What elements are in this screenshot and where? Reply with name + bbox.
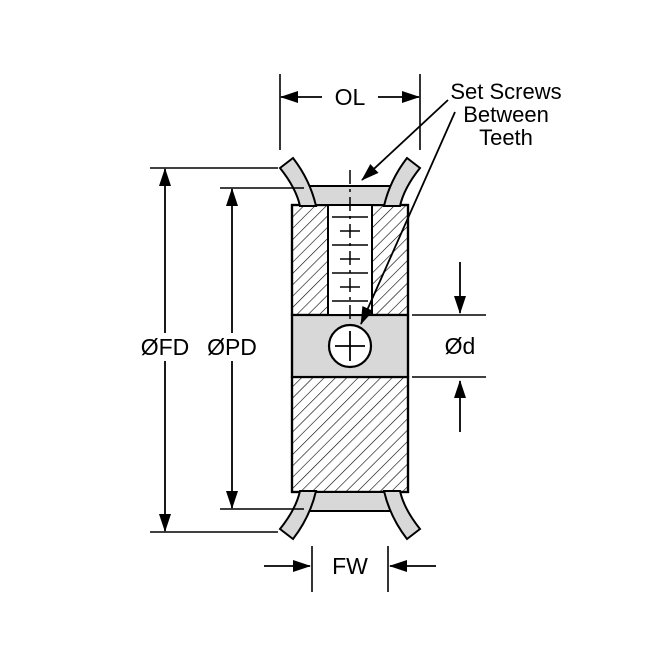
flange-top-right [382,156,422,207]
lower-hatched-section [290,375,410,494]
leader-to-top-thread [361,99,449,181]
dimension-d: Ød [412,262,486,432]
fw-label: FW [332,553,368,579]
ol-label-background [322,82,378,110]
annotation-line-2: Between [463,102,549,127]
fd-label: ØFD [141,334,190,360]
d-label: Ød [445,333,476,359]
flange-bottom-left [278,490,318,541]
dimension-fw: FW [264,546,436,592]
dimension-fd: ØFD [135,167,278,533]
dimension-pd: ØPD [202,187,304,510]
set-screw-end-view [327,323,373,369]
set-screw-hole [327,170,373,324]
leader-to-set-screw [360,111,456,325]
annotation-line-3: Teeth [479,125,533,150]
pd-label: ØPD [207,334,257,360]
flange-bottom-right [382,490,422,541]
flange-top-left [278,156,318,207]
pd-label-background [202,333,262,361]
pulley-body [278,156,422,541]
bottom-tooth-cap [306,491,394,512]
annotation-line-1: Set Screws [450,79,561,104]
fd-label-background [135,333,195,361]
set-screw-annotation: Set Screws Between Teeth [360,79,562,325]
dimension-ol: OL [279,74,421,150]
ol-label: OL [335,84,366,110]
